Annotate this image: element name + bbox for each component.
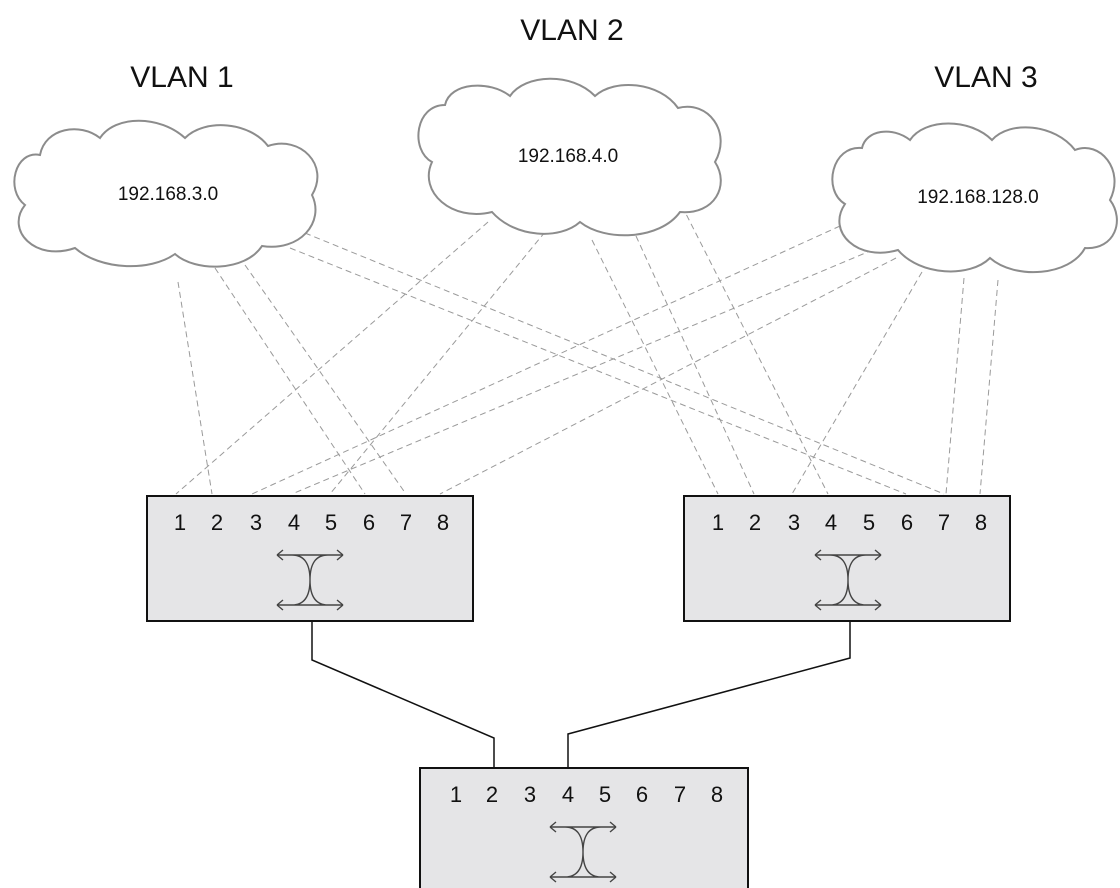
cloud-vlan1: 192.168.3.0	[13, 119, 319, 268]
vlan2-title: VLAN 2	[520, 14, 623, 47]
vlan-links	[175, 205, 999, 495]
vlan1-link-sw2-port7	[304, 232, 945, 495]
vlan3-title: VLAN 3	[934, 61, 1037, 94]
vlan2-link-sw1-port1	[175, 221, 489, 495]
vlan1-link-sw2-port6	[289, 247, 907, 495]
vlan1-link-sw1-port7	[244, 264, 407, 495]
cloud-vlan3: 192.168.128.0	[831, 122, 1118, 274]
cloud-vlan2: 192.168.4.0	[417, 77, 722, 237]
vlan3-link-sw2-port8	[979, 279, 999, 495]
vlan3-link-sw1-port8	[439, 257, 897, 495]
vlan1-link-sw1-port2	[177, 281, 213, 495]
switch-core-port-7: 7	[674, 782, 686, 807]
switch-core-port-3: 3	[524, 782, 536, 807]
vlan2-link-sw2-port1	[591, 239, 719, 495]
switch-2-port-3: 3	[788, 510, 800, 535]
switch-2: 1 2 3 4 5 6 7 8	[683, 495, 1011, 622]
switch-1-crossover-icon	[276, 549, 344, 611]
vlan3-link-sw1-port4	[291, 245, 883, 495]
switch-2-port-5: 5	[863, 510, 875, 535]
uplink-sw2-to-core-port4	[567, 622, 851, 768]
vlan3-link-sw1-port3	[251, 225, 841, 495]
vlan3-link-sw2-port7	[945, 277, 965, 495]
switch-2-port-1: 1	[712, 510, 724, 535]
switch-2-port-2: 2	[749, 510, 761, 535]
switch-2-body	[683, 495, 1011, 622]
vlan1-network-label: 192.168.3.0	[118, 184, 218, 205]
switch-core-crossover-icon	[549, 821, 617, 883]
vlan2-link-sw1-port5	[329, 231, 546, 495]
uplink-sw1-to-core-port2	[311, 622, 495, 768]
vlan3-link-sw2-port3	[791, 271, 923, 495]
vlan1-title: VLAN 1	[130, 61, 233, 94]
switch-1-port-8: 8	[437, 510, 449, 535]
switch-2-port-4: 4	[825, 510, 837, 535]
vlan3-network-label: 192.168.128.0	[917, 187, 1039, 208]
switch-core-port-8: 8	[711, 782, 723, 807]
switch-core-port-5: 5	[599, 782, 611, 807]
switch-core: 1 2 3 4 5 6 7 8	[419, 767, 749, 888]
vlan2-link-sw2-port4	[681, 205, 829, 495]
switch-1-body	[146, 495, 474, 622]
switch-2-port-7: 7	[938, 510, 950, 535]
switch-2-port-8: 8	[975, 510, 987, 535]
uplinks	[311, 622, 851, 768]
vlan2-network-label: 192.168.4.0	[518, 146, 618, 167]
switch-2-port-6: 6	[901, 510, 913, 535]
switch-core-body	[419, 767, 749, 888]
switch-core-port-6: 6	[636, 782, 648, 807]
switch-1-port-5: 5	[325, 510, 337, 535]
switch-1-port-4: 4	[288, 510, 300, 535]
switch-core-port-2: 2	[486, 782, 498, 807]
vlan2-link-sw2-port2	[635, 235, 755, 495]
switch-1-port-3: 3	[250, 510, 262, 535]
switch-core-port-1: 1	[450, 782, 462, 807]
vlan1-link-sw1-port6	[214, 267, 366, 495]
switch-1-port-2: 2	[211, 510, 223, 535]
switch-1-port-1: 1	[174, 510, 186, 535]
switch-core-port-4: 4	[562, 782, 574, 807]
switch-2-crossover-icon	[814, 549, 882, 611]
switch-1-port-7: 7	[400, 510, 412, 535]
switch-1-port-6: 6	[363, 510, 375, 535]
switch-1: 1 2 3 4 5 6 7 8	[146, 495, 474, 622]
